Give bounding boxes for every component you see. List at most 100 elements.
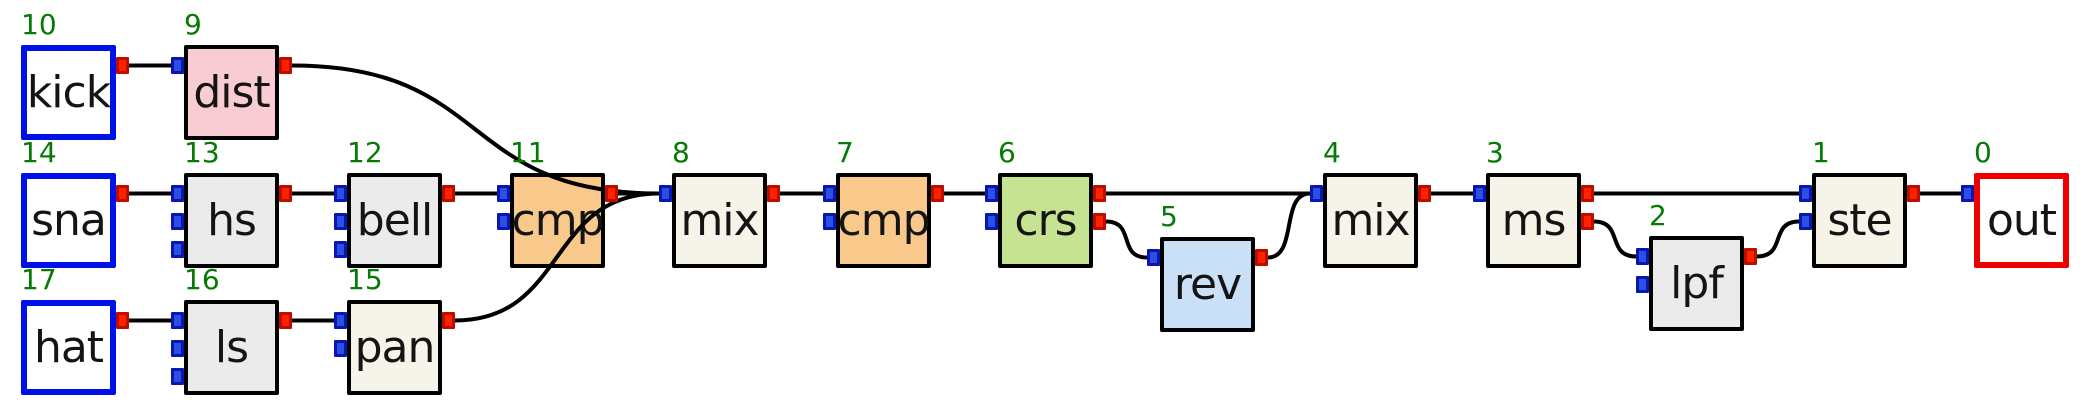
input-port[interactable] — [497, 185, 510, 202]
input-port[interactable] — [334, 312, 347, 329]
output-port[interactable] — [1418, 185, 1431, 202]
input-port[interactable] — [171, 57, 184, 74]
input-port[interactable] — [171, 340, 184, 357]
input-port[interactable] — [1799, 213, 1812, 230]
output-port[interactable] — [116, 312, 129, 329]
input-port[interactable] — [1310, 185, 1323, 202]
node-label: rev — [1173, 258, 1242, 310]
node-label: cmp — [511, 194, 605, 246]
node-id-label: 3 — [1486, 136, 1504, 169]
node-label: bell — [356, 194, 433, 246]
output-port[interactable] — [1744, 248, 1757, 265]
output-port[interactable] — [1093, 213, 1106, 230]
node-label: ste — [1827, 194, 1892, 246]
node-label: ls — [214, 321, 249, 373]
output-port[interactable] — [279, 185, 292, 202]
node-id-label: 12 — [347, 136, 383, 169]
node-id-label: 1 — [1812, 136, 1830, 169]
node-id-label: 16 — [184, 263, 220, 296]
output-port[interactable] — [279, 312, 292, 329]
node-mix-8[interactable]: mix — [672, 173, 767, 268]
node-id-label: 5 — [1160, 200, 1178, 233]
node-id-label: 8 — [672, 136, 690, 169]
output-port[interactable] — [442, 312, 455, 329]
node-label: kick — [26, 66, 111, 118]
input-port[interactable] — [497, 213, 510, 230]
node-id-label: 7 — [836, 136, 854, 169]
node-label: cmp — [837, 194, 931, 246]
node-id-label: 10 — [21, 8, 57, 41]
node-label: mix — [680, 194, 759, 246]
node-id-label: 6 — [998, 136, 1016, 169]
output-port[interactable] — [1581, 213, 1594, 230]
input-port[interactable] — [1147, 249, 1160, 266]
input-port[interactable] — [334, 213, 347, 230]
input-port[interactable] — [1636, 276, 1649, 293]
edge-6-to-5 — [1105, 219, 1148, 260]
input-port[interactable] — [171, 241, 184, 258]
node-id-label: 13 — [184, 136, 220, 169]
output-port[interactable] — [442, 185, 455, 202]
input-port[interactable] — [1473, 185, 1486, 202]
input-port[interactable] — [171, 185, 184, 202]
input-port[interactable] — [171, 312, 184, 329]
node-label: mix — [1331, 194, 1410, 246]
node-label: lpf — [1670, 257, 1724, 309]
input-port[interactable] — [985, 213, 998, 230]
node-label: crs — [1014, 194, 1077, 246]
node-ste-1[interactable]: ste — [1812, 173, 1907, 268]
input-port[interactable] — [334, 241, 347, 258]
node-bell-12[interactable]: bell — [347, 173, 442, 268]
input-port[interactable] — [1636, 248, 1649, 265]
node-id-label: 2 — [1649, 199, 1667, 232]
input-port[interactable] — [1961, 185, 1974, 202]
node-id-label: 14 — [21, 136, 57, 169]
input-port[interactable] — [659, 185, 672, 202]
node-lpf-2[interactable]: lpf — [1649, 236, 1744, 331]
output-port[interactable] — [931, 185, 944, 202]
input-port[interactable] — [171, 213, 184, 230]
node-sna-14[interactable]: sna — [21, 173, 116, 268]
node-ms-3[interactable]: ms — [1486, 173, 1581, 268]
node-mix-4[interactable]: mix — [1323, 173, 1418, 268]
output-port[interactable] — [767, 185, 780, 202]
output-port[interactable] — [116, 185, 129, 202]
node-cmp-11[interactable]: cmp — [510, 173, 605, 268]
input-port[interactable] — [334, 185, 347, 202]
node-id-label: 15 — [347, 263, 383, 296]
node-cmp-7[interactable]: cmp — [836, 173, 931, 268]
node-label: sna — [31, 194, 107, 246]
node-id-label: 9 — [184, 8, 202, 41]
node-label: out — [1986, 194, 2057, 246]
edge-5-to-4 — [1267, 191, 1311, 260]
output-port[interactable] — [116, 57, 129, 74]
input-port[interactable] — [334, 340, 347, 357]
output-port[interactable] — [1093, 185, 1106, 202]
node-rev-5[interactable]: rev — [1160, 237, 1255, 332]
input-port[interactable] — [823, 185, 836, 202]
output-port[interactable] — [279, 57, 292, 74]
node-hat-17[interactable]: hat — [21, 300, 116, 395]
node-id-label: 11 — [510, 136, 546, 169]
output-port[interactable] — [1255, 249, 1268, 266]
node-pan-15[interactable]: pan — [347, 300, 442, 395]
input-port[interactable] — [985, 185, 998, 202]
edge-3-to-2 — [1593, 219, 1637, 259]
input-port[interactable] — [823, 213, 836, 230]
node-kick-10[interactable]: kick — [21, 45, 116, 140]
node-id-label: 17 — [21, 263, 57, 296]
node-ls-16[interactable]: ls — [184, 300, 279, 395]
output-port[interactable] — [605, 185, 618, 202]
node-label: pan — [354, 321, 436, 373]
node-crs-6[interactable]: crs — [998, 173, 1093, 268]
node-dist-9[interactable]: dist — [184, 45, 279, 140]
input-port[interactable] — [171, 368, 184, 385]
node-label: ms — [1501, 194, 1567, 246]
node-out-0[interactable]: out — [1974, 173, 2069, 268]
output-port[interactable] — [1581, 185, 1594, 202]
node-hs-13[interactable]: hs — [184, 173, 279, 268]
input-port[interactable] — [1799, 185, 1812, 202]
output-port[interactable] — [1907, 185, 1920, 202]
node-label: dist — [193, 66, 270, 118]
node-label: hs — [207, 194, 257, 246]
